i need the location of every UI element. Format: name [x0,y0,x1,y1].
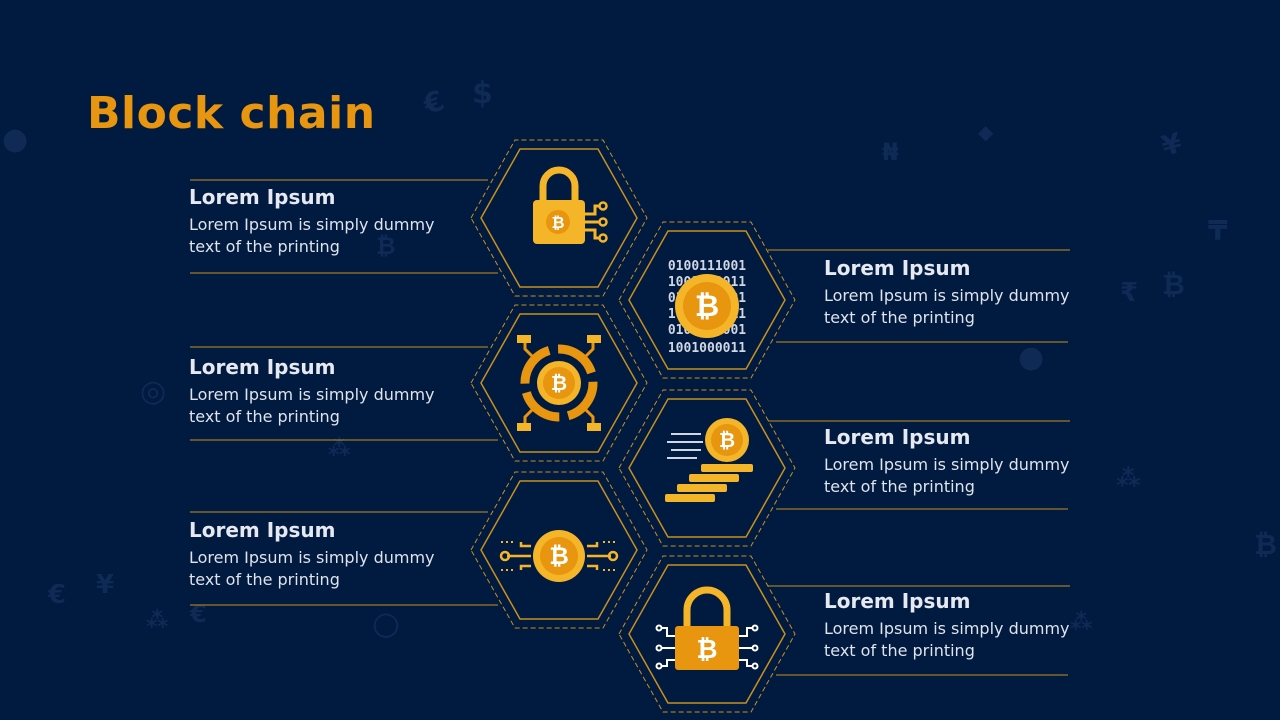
hexagon-4: ₿ [618,389,796,547]
globe-icon: ● [1018,340,1045,375]
item-heading: Lorem Ipsum [189,518,336,542]
bitcoin-circuit-lock-icon: ₿ [655,586,759,670]
bitcoin-network-nodes-icon [499,530,619,582]
item-description: Lorem Ipsum is simply dummy text of the … [189,548,435,589]
coin-icon: ◎ [140,374,167,409]
item-description: Lorem Ipsum is simply dummy text of the … [824,286,1070,327]
item-4: Lorem Ipsum Lorem Ipsum is simply dummy … [824,424,1084,498]
bitcoin-padlock-circuit-icon: ₿ [533,166,608,244]
dollar-icon: $ [472,76,493,111]
item-heading: Lorem Ipsum [824,256,971,280]
svg-text:₿: ₿ [696,635,717,665]
hexagon-1: ₿ [470,139,648,297]
item-description: Lorem Ipsum is simply dummy text of the … [189,385,435,426]
euro-icon: € [190,600,207,628]
hexagon-5 [470,471,648,629]
bitcoin-target-circuit-icon: ₿ [517,335,601,431]
item-3: Lorem Ipsum Lorem Ipsum is simply dummy … [189,354,449,428]
bitcoin-bg-icon: ₿ [1162,268,1185,301]
item-heading: Lorem Ipsum [824,589,971,613]
hexagon-2: 0100111001 1001010011 0110100101 1011001… [618,221,796,379]
coin-icon: ○ [372,604,400,642]
item-description: Lorem Ipsum is simply dummy text of the … [824,455,1070,496]
naira-icon: ₦ [882,138,899,166]
ripple-icon: ⁂ [328,436,351,461]
hexagon-3: ₿ [470,304,648,462]
item-heading: Lorem Ipsum [189,355,336,379]
ripple-icon: ⁂ [1070,610,1093,635]
bitcoin-binary-code-icon: 0100111001 1001010011 0110100101 1011001… [668,259,746,356]
svg-text:1001000011: 1001000011 [668,341,746,356]
item-5: Lorem Ipsum Lorem Ipsum is simply dummy … [189,517,449,591]
item-heading: Lorem Ipsum [824,425,971,449]
svg-text:0100111001: 0100111001 [668,259,746,274]
yen-icon: ¥ [96,570,115,600]
svg-text:₿: ₿ [719,428,735,452]
bitcoin-bg-icon: ₿ [376,232,396,260]
item-1: Lorem Ipsum Lorem Ipsum is simply dummy … [189,184,449,258]
item-2: Lorem Ipsum Lorem Ipsum is simply dummy … [824,255,1084,329]
ripple-icon: ⁂ [1116,464,1141,492]
bitcoin-stairs-icon: ₿ [665,418,753,502]
globe-icon: ◆ [978,120,994,144]
svg-text:₿: ₿ [551,213,564,232]
svg-text:₿: ₿ [695,289,719,324]
connector-lines [190,179,1070,676]
tenge-icon: ₸ [1208,214,1228,247]
item-description: Lorem Ipsum is simply dummy text of the … [824,619,1070,660]
item-6: Lorem Ipsum Lorem Ipsum is simply dummy … [824,588,1084,662]
item-heading: Lorem Ipsum [189,185,336,209]
bitcoin-bg-icon: ₿ [1254,528,1277,561]
euro-icon: € [48,580,67,610]
globe-icon: ● [2,122,29,157]
item-description: Lorem Ipsum is simply dummy text of the … [189,215,435,256]
ripple-icon: ⁂ [146,608,169,633]
hexagon-6: ₿ [618,555,796,713]
slide-title: Block chain [87,88,376,139]
rupee-icon: ₹ [1120,278,1139,308]
svg-text:₿: ₿ [551,371,567,395]
